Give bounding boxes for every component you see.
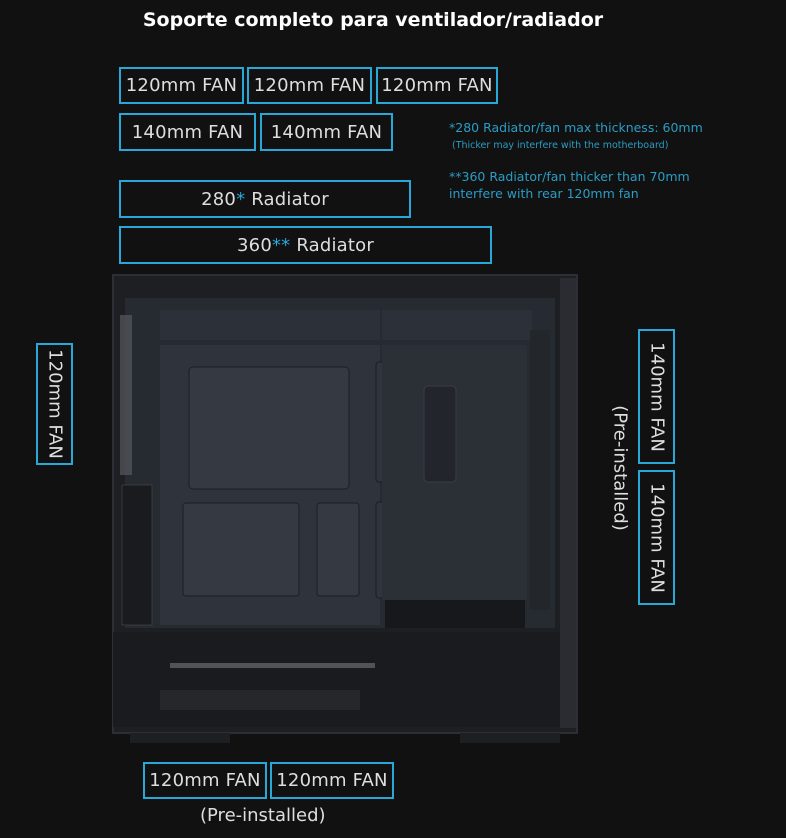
front-preinstalled-label: (Pre-installed) xyxy=(609,405,631,531)
note-360-line1: **360 Radiator/fan thicker than 70mm xyxy=(449,169,690,184)
radiator-280-box: 280* Radiator xyxy=(119,180,411,218)
psu-shroud xyxy=(113,632,560,727)
top-fan-120-3: 120mm FAN xyxy=(376,67,498,104)
radiator-360-label: Radiator xyxy=(296,234,374,256)
bottom-fan-120-2: 120mm FAN xyxy=(270,762,394,799)
radiator-360-box: 360** Radiator xyxy=(119,226,492,264)
front-fan-140-1: 140mm FAN xyxy=(638,329,675,464)
note-280-sub: (Thicker may interfere with the motherbo… xyxy=(452,140,669,151)
bottom-fan-120-1: 120mm FAN xyxy=(143,762,267,799)
front-fan-label-1: 140mm FAN xyxy=(646,341,667,452)
top-fan-140-2: 140mm FAN xyxy=(260,113,393,151)
radiator-360-star: ** xyxy=(271,234,291,256)
bottom-preinstalled-label: (Pre-installed) xyxy=(200,805,326,826)
rear-fan-box: 120mm FAN xyxy=(36,343,73,465)
top-fan-140-1: 140mm FAN xyxy=(119,113,256,151)
page-title: Soporte completo para ventilador/radiado… xyxy=(142,9,604,31)
front-fan-label-2: 140mm FAN xyxy=(646,482,667,593)
radiator-280-num: 280 xyxy=(201,188,237,210)
front-fan-140-2: 140mm FAN xyxy=(638,470,675,605)
top-fan-120-1: 120mm FAN xyxy=(119,67,244,104)
rear-fan-label: 120mm FAN xyxy=(44,349,65,459)
pc-case-image xyxy=(112,274,578,743)
radiator-280-label: Radiator xyxy=(251,188,329,210)
note-360-line2: interfere with rear 120mm fan xyxy=(449,186,639,201)
radiator-360-num: 360 xyxy=(237,234,272,256)
top-fan-120-2: 120mm FAN xyxy=(247,67,372,104)
note-280: *280 Radiator/fan max thickness: 60mm xyxy=(449,120,703,135)
radiator-280-star: * xyxy=(236,188,246,210)
